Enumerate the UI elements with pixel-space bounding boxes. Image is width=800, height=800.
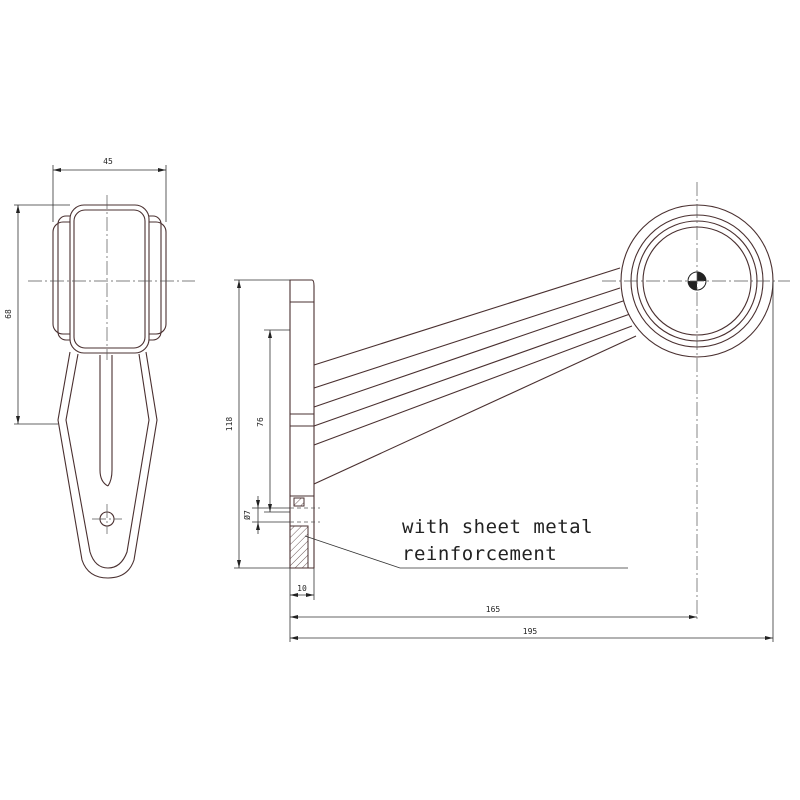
dim-label-side-height: 68: [4, 309, 13, 319]
side-view-arm-rib-left: [99, 355, 109, 487]
front-view: 118 76 Ø7 10 165 195 with: [225, 182, 790, 642]
note-line-1: with sheet metal: [402, 516, 593, 538]
side-view-head-body: [69, 204, 150, 354]
side-view: 45 68: [4, 157, 195, 579]
dim-label-hole-spacing: 76: [256, 417, 265, 427]
dim-label-hole-diameter: Ø7: [242, 510, 252, 520]
mounting-plate: [289, 279, 320, 569]
dim-label-total-height: 118: [225, 417, 234, 432]
side-view-arm-rib-right: [107, 355, 113, 487]
front-view-arm: [313, 267, 637, 485]
dim-label-center-distance: 165: [486, 605, 501, 614]
note-leader-line: [304, 535, 401, 569]
side-view-arm-outer: [57, 351, 158, 579]
dim-label-side-width: 45: [103, 157, 113, 166]
sheet-metal-reinforcement: [289, 525, 309, 569]
note-line-2: reinforcement: [402, 543, 557, 565]
side-view-arm-inner: [65, 353, 150, 569]
side-view-head-lens: [73, 209, 146, 349]
dim-label-plate-thickness: 10: [297, 584, 307, 593]
dim-label-total-length: 195: [523, 627, 538, 636]
